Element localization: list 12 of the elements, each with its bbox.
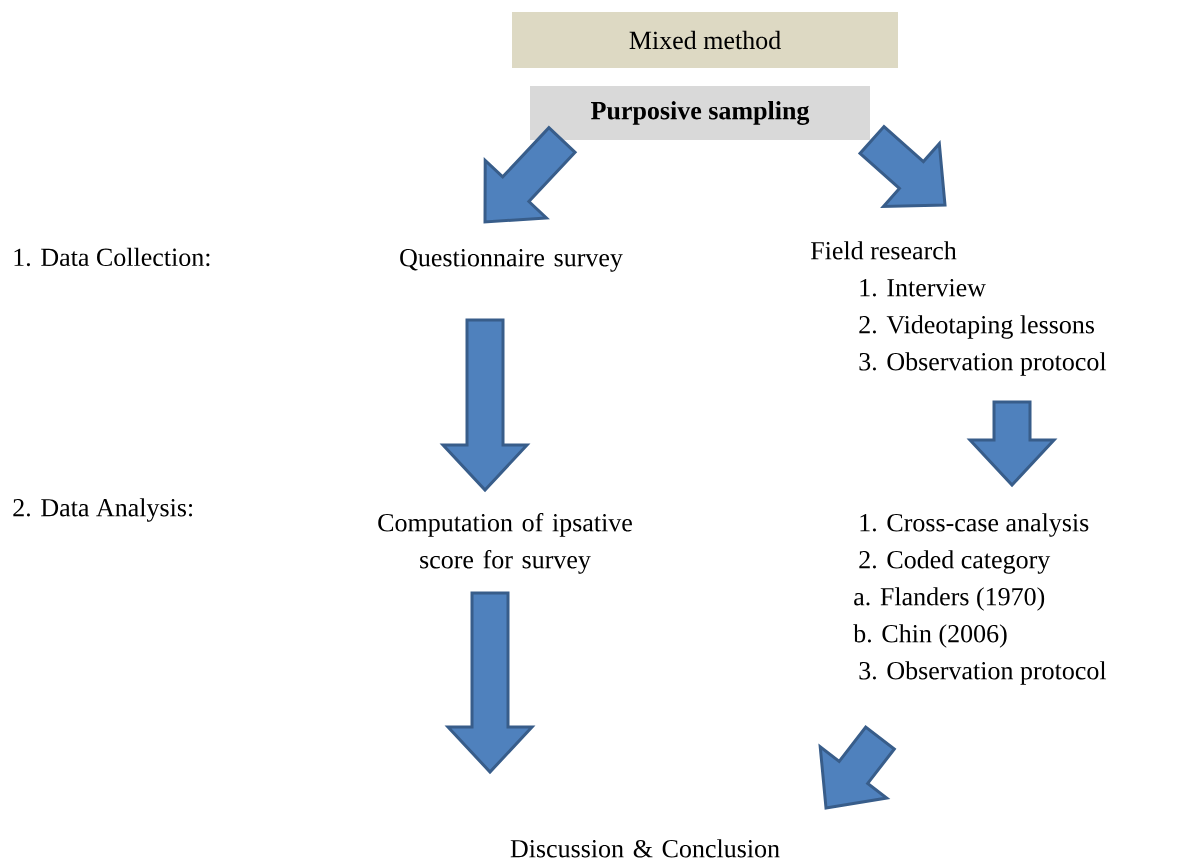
step-text: Computation of ipsative score for survey — [378, 512, 632, 574]
step-text: Discussion & Conclusion — [510, 839, 780, 858]
block-arrow — [444, 591, 536, 775]
method-box: Mixed method — [512, 12, 898, 68]
step-text: Questionnaire survey — [400, 248, 623, 272]
sampling-box: Purposive sampling — [530, 86, 870, 140]
block-arrow — [439, 318, 531, 493]
step-list: Field research 1. Interview 2. Videotaping lessons 3. Observation protocol — [810, 241, 1107, 376]
block-arrow — [966, 400, 1058, 488]
stage-label: 2. Data Analysis: — [13, 498, 193, 522]
stage-label: 1. Data Collection: — [14, 247, 210, 267]
step-list: 1. Cross-case analysis 2. Coded category a. Flanders (1970) b. Chin (2006) 3. Observation protocol — [853, 513, 1107, 685]
